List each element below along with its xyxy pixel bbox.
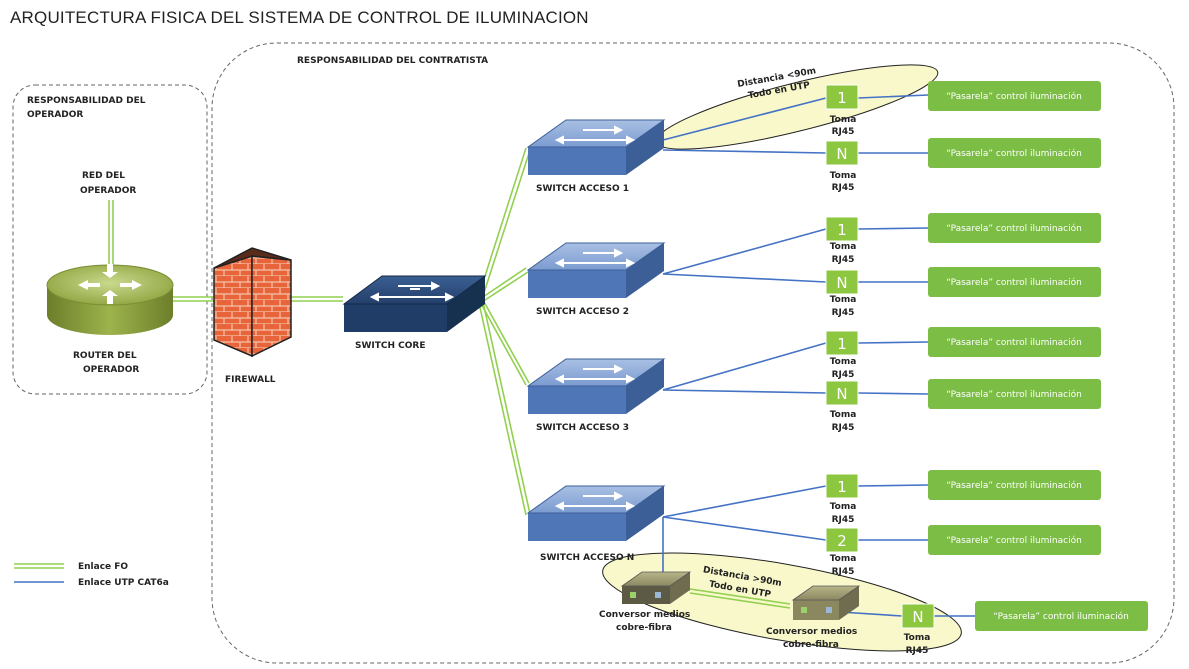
outlet-label-toma: Toma <box>904 633 931 643</box>
contractor-zone-label: RESPONSABILIDAD DEL CONTRATISTA <box>297 56 488 66</box>
gateway-label: “Pasarela” control iluminación <box>946 389 1082 400</box>
outlet-s1-n: N Toma RJ45 <box>825 140 859 193</box>
media-converter-2-icon <box>791 585 861 620</box>
outlet-number: N <box>836 274 847 292</box>
gateway-s1-1: “Pasarela” control iluminación <box>928 81 1101 111</box>
gateway-sn-2: “Pasarela” control iluminación <box>928 525 1101 555</box>
legend-fiber-swatch <box>14 563 64 569</box>
outlet-number: 1 <box>837 221 847 239</box>
outlet-number: N <box>836 145 847 163</box>
converter-1-label-1: Conversor medios <box>599 610 690 620</box>
outlet-label-toma: Toma <box>830 242 857 252</box>
outlet-conv-n: N Toma RJ45 <box>901 603 935 656</box>
outlet-label-toma: Toma <box>830 171 857 181</box>
red-operador-label-1: RED DEL <box>82 171 125 181</box>
switch-acceso-1-label: SWITCH ACCESO 1 <box>536 184 629 194</box>
firewall-label: FIREWALL <box>225 375 276 385</box>
gateway-s2-n: “Pasarela” control iluminación <box>928 267 1101 297</box>
gateway-s3-n: “Pasarela” control iluminación <box>928 379 1101 409</box>
outlet-s3-n: N Toma RJ45 <box>825 380 859 433</box>
outlet-sn-1: 1 Toma RJ45 <box>825 473 859 525</box>
media-converter-1-icon <box>620 571 692 604</box>
outlet-label-rj45: RJ45 <box>832 515 855 525</box>
outlet-label-toma: Toma <box>830 502 857 512</box>
gateway-s1-n: “Pasarela” control iluminación <box>928 138 1101 168</box>
outlet-label-rj45: RJ45 <box>832 423 855 433</box>
firewall-icon <box>213 247 292 358</box>
switch-acceso-3-icon <box>526 358 666 414</box>
gateway-label: “Pasarela” control iluminación <box>946 535 1082 546</box>
gateway-conv: “Pasarela” control iluminación <box>975 601 1148 631</box>
outlet-label-rj45: RJ45 <box>832 127 855 137</box>
outlet-label-toma: Toma <box>830 115 857 125</box>
converter-2-label-1: Conversor medios <box>766 627 857 637</box>
switch-acceso-n-icon <box>526 485 666 541</box>
gateway-label: “Pasarela” control iluminación <box>993 611 1129 622</box>
utp-links <box>662 94 975 617</box>
operator-zone-label-1: RESPONSABILIDAD DEL <box>27 96 146 106</box>
switch-core-icon <box>342 275 487 332</box>
switch-acceso-n-label: SWITCH ACCESO N <box>540 553 634 563</box>
gateway-label: “Pasarela” control iluminación <box>946 337 1082 348</box>
outlet-number: 1 <box>837 478 847 496</box>
switch-acceso-2-label: SWITCH ACCESO 2 <box>536 307 629 317</box>
outlet-label-toma: Toma <box>830 295 857 305</box>
outlet-number: N <box>836 385 847 403</box>
outlet-label-toma: Toma <box>830 357 857 367</box>
router-label-1: ROUTER DEL <box>73 351 137 361</box>
outlet-label-rj45: RJ45 <box>832 567 855 577</box>
router-label-2: OPERADOR <box>83 365 139 375</box>
gateway-s2-1: “Pasarela” control iluminación <box>928 213 1101 243</box>
contractor-zone: RESPONSABILIDAD DEL CONTRATISTA <box>211 42 1175 664</box>
outlet-number: 1 <box>837 89 847 107</box>
outlet-label-rj45: RJ45 <box>832 183 855 193</box>
page-title: ARQUITECTURA FISICA DEL SISTEMA DE CONTR… <box>10 8 589 27</box>
switch-core-label: SWITCH CORE <box>355 341 426 351</box>
legend-fiber-label: Enlace FO <box>78 562 128 572</box>
gateway-sn-1: “Pasarela” control iluminación <box>928 470 1101 500</box>
operator-zone: RESPONSABILIDAD DEL OPERADOR <box>12 84 208 395</box>
switch-acceso-1-icon <box>526 119 666 175</box>
outlet-sn-2: 2 Toma RJ45 <box>825 527 859 577</box>
outlet-number: N <box>912 608 923 626</box>
legend-utp-label: Enlace UTP CAT6a <box>78 578 169 588</box>
outlet-label-rj45: RJ45 <box>832 370 855 380</box>
router-icon <box>46 264 174 335</box>
outlet-label-toma: Toma <box>830 554 857 564</box>
fiber-links <box>108 147 791 609</box>
converter-1-label-2: cobre-fibra <box>616 623 672 633</box>
outlet-label-toma: Toma <box>830 410 857 420</box>
gateway-s3-1: “Pasarela” control iluminación <box>928 327 1101 357</box>
gateway-label: “Pasarela” control iluminación <box>946 223 1082 234</box>
converter-2-label-2: cobre-fibra <box>783 640 839 650</box>
outlet-label-rj45: RJ45 <box>906 646 929 656</box>
switch-acceso-3-label: SWITCH ACCESO 3 <box>536 423 629 433</box>
outlet-label-rj45: RJ45 <box>832 308 855 318</box>
outlet-s2-n: N Toma RJ45 <box>825 269 859 318</box>
switch-acceso-2-icon <box>526 242 666 298</box>
outlet-number: 1 <box>837 335 847 353</box>
red-operador-label-2: OPERADOR <box>80 186 136 196</box>
gateway-label: “Pasarela” control iluminación <box>946 480 1082 491</box>
gateway-label: “Pasarela” control iluminación <box>946 148 1082 159</box>
gateway-label: “Pasarela” control iluminación <box>946 277 1082 288</box>
outlet-s2-1: 1 Toma RJ45 <box>825 216 859 265</box>
outlet-s1-1: 1 Toma RJ45 <box>825 84 859 137</box>
gateway-label: “Pasarela” control iluminación <box>946 91 1082 102</box>
legend: Enlace FO Enlace UTP CAT6a <box>14 562 169 588</box>
short-distance-highlight <box>655 64 939 150</box>
outlet-number: 2 <box>837 532 847 550</box>
outlet-s3-1: 1 Toma RJ45 <box>825 330 859 380</box>
operator-zone-label-2: OPERADOR <box>27 110 83 120</box>
outlet-label-rj45: RJ45 <box>832 255 855 265</box>
